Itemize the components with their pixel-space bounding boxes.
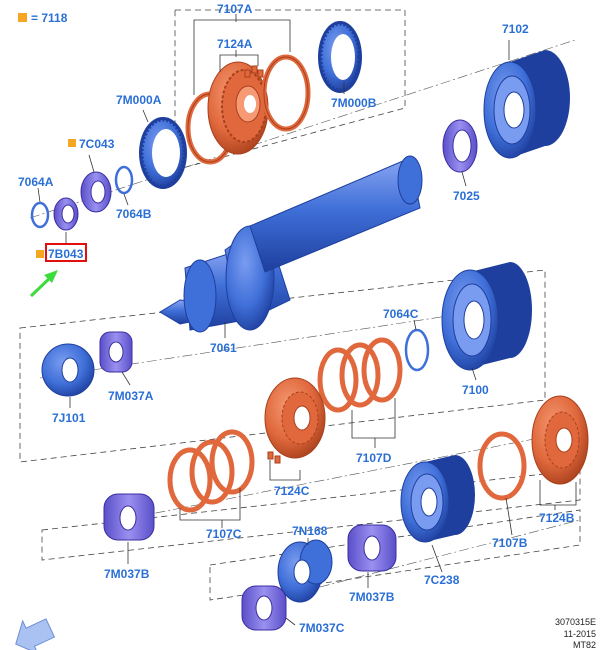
frame-bottom xyxy=(209,509,581,601)
label-7102: 7102 xyxy=(502,22,529,36)
part-7107A-ring-right[interactable] xyxy=(261,54,311,132)
label-7C238: 7C238 xyxy=(424,573,460,587)
label-7M037C: 7M037C xyxy=(299,621,345,635)
marker-7C043 xyxy=(68,139,76,147)
part-7M000B[interactable] xyxy=(318,21,362,93)
part-7107D-rings[interactable] xyxy=(317,337,403,413)
legend-text: = 7118 xyxy=(31,11,68,25)
frame-top xyxy=(174,9,406,171)
label-7124C: 7124C xyxy=(274,484,310,498)
label-7107D: 7107D xyxy=(356,451,392,465)
label-7C043: 7C043 xyxy=(79,137,115,151)
part-7064C-snap-ring[interactable] xyxy=(404,328,430,372)
label-7124B: 7124B xyxy=(539,511,575,525)
pointer-arrow-icon xyxy=(29,270,58,298)
part-7B043[interactable] xyxy=(53,197,79,231)
part-7025[interactable] xyxy=(442,119,478,173)
part-7M037A[interactable] xyxy=(99,331,133,373)
footer-date: 11-2015 xyxy=(564,629,596,639)
part-7M037B-left[interactable] xyxy=(103,493,155,541)
part-7100-bearing[interactable] xyxy=(441,262,532,371)
part-7124A-hub[interactable] xyxy=(207,61,269,155)
label-7M037A: 7M037A xyxy=(108,389,154,403)
part-7N168[interactable] xyxy=(277,539,333,603)
part-7124B-hub[interactable] xyxy=(531,395,589,485)
part-7064A-snap-ring[interactable] xyxy=(30,201,50,229)
label-7061: 7061 xyxy=(210,341,237,355)
legend-marker xyxy=(18,13,27,22)
label-7N168: 7N168 xyxy=(292,524,328,538)
label-7107A: 7107A xyxy=(217,2,253,16)
label-7B043: 7B043 xyxy=(48,247,84,261)
label-7100: 7100 xyxy=(462,383,489,397)
part-7061-shaft[interactable] xyxy=(159,155,423,333)
label-7025: 7025 xyxy=(453,189,480,203)
highlight-7B043 xyxy=(45,243,87,262)
footer-ref: 3070315E xyxy=(555,617,596,627)
part-7M037C[interactable] xyxy=(241,585,287,631)
label-7064A: 7064A xyxy=(18,175,54,189)
label-7M037B-right: 7M037B xyxy=(349,590,395,604)
marker-7B043 xyxy=(36,250,44,258)
part-7064B-snap-ring[interactable] xyxy=(114,165,134,195)
footer-model: MT82 xyxy=(573,640,596,650)
label-7M000A: 7M000A xyxy=(116,93,162,107)
label-7107C: 7107C xyxy=(206,527,242,541)
axis-upper xyxy=(29,39,576,219)
part-7M000A[interactable] xyxy=(139,117,187,189)
frame-middle xyxy=(19,269,546,463)
part-7124C-keys[interactable] xyxy=(267,451,281,464)
label-7107B: 7107B xyxy=(492,536,528,550)
part-7C043[interactable] xyxy=(80,171,112,213)
label-7064C: 7064C xyxy=(383,307,419,321)
part-7J101[interactable] xyxy=(41,343,95,397)
part-7102-bearing[interactable] xyxy=(483,50,570,159)
part-7M037B-right[interactable] xyxy=(347,524,397,572)
part-7107B-ring[interactable] xyxy=(477,431,527,501)
part-7107C-rings[interactable] xyxy=(167,429,255,513)
part-7107D-hub[interactable] xyxy=(264,377,326,459)
back-arrow-icon[interactable] xyxy=(8,612,58,650)
label-7124A: 7124A xyxy=(217,37,253,51)
frame-lower xyxy=(41,469,581,561)
part-7C238-bearing[interactable] xyxy=(400,455,475,543)
label-7M000B: 7M000B xyxy=(331,96,377,110)
leader-lines xyxy=(37,14,577,626)
label-7M037B-left: 7M037B xyxy=(104,567,150,581)
axis-lower xyxy=(119,429,581,521)
part-7124A-keys[interactable] xyxy=(244,65,264,78)
label-7J101: 7J101 xyxy=(52,411,86,425)
label-7064B: 7064B xyxy=(116,207,152,221)
